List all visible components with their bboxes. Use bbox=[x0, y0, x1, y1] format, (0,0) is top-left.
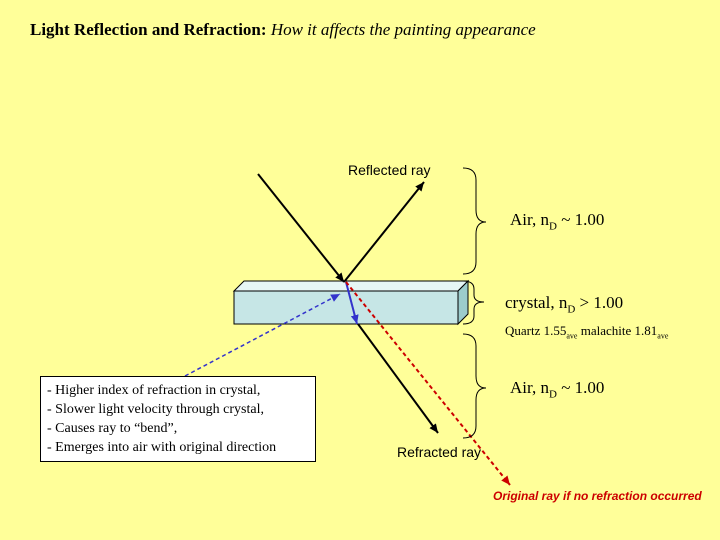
air-bottom-label: Air, nD ~ 1.00 bbox=[510, 378, 604, 400]
crystal-value: > 1.00 bbox=[575, 293, 624, 312]
quartz-sub: ave bbox=[566, 331, 578, 341]
air-bottom-value: ~ 1.00 bbox=[556, 378, 605, 397]
notes-pointer-line bbox=[184, 293, 341, 377]
refracted-ray-line bbox=[357, 323, 439, 434]
reflected-ray-line bbox=[343, 181, 425, 283]
crystal-sub: D bbox=[567, 303, 576, 316]
note-line: - Higher index of refraction in crystal, bbox=[47, 383, 261, 398]
crystal-slab bbox=[232, 279, 470, 326]
index-values-label: Quartz 1.55ave malachite 1.81ave bbox=[505, 323, 668, 341]
title-italic: How it affects the painting appearance bbox=[270, 20, 536, 39]
air-bottom-name: Air, n bbox=[510, 378, 549, 397]
crystal-label: crystal, nD > 1.00 bbox=[505, 293, 623, 315]
air-top-value: ~ 1.00 bbox=[556, 210, 605, 229]
inner-refracted-ray bbox=[345, 281, 359, 325]
brace-air-bottom bbox=[462, 333, 487, 439]
air-top-label: Air, nD ~ 1.00 bbox=[510, 210, 604, 232]
quartz-index: Quartz 1.55 bbox=[505, 323, 567, 338]
malachite-index: malachite 1.81 bbox=[577, 323, 658, 338]
note-line: - Slower light velocity through crystal, bbox=[47, 402, 264, 417]
air-top-name: Air, n bbox=[510, 210, 549, 229]
refracted-ray-label: Refracted ray bbox=[397, 444, 482, 460]
air-top-sub: D bbox=[548, 220, 557, 233]
brace-air-top bbox=[462, 167, 487, 275]
title-bold: Light Reflection and Refraction: bbox=[30, 20, 267, 39]
brace-crystal bbox=[462, 280, 485, 325]
air-bottom-sub: D bbox=[548, 388, 557, 401]
malachite-sub: ave bbox=[657, 331, 669, 341]
slide-title: Light Reflection and Refraction: How it … bbox=[30, 20, 536, 40]
reflected-ray-label: Reflected ray bbox=[348, 162, 431, 178]
note-line: - Causes ray to “bend”, bbox=[47, 421, 178, 436]
crystal-name: crystal, n bbox=[505, 293, 568, 312]
explanation-box: - Higher index of refraction in crystal,… bbox=[40, 376, 316, 462]
note-line: - Emerges into air with original directi… bbox=[47, 440, 277, 455]
original-ray-line bbox=[345, 281, 511, 486]
original-ray-label: Original ray if no refraction occurred bbox=[493, 489, 702, 503]
incident-ray bbox=[257, 173, 345, 283]
